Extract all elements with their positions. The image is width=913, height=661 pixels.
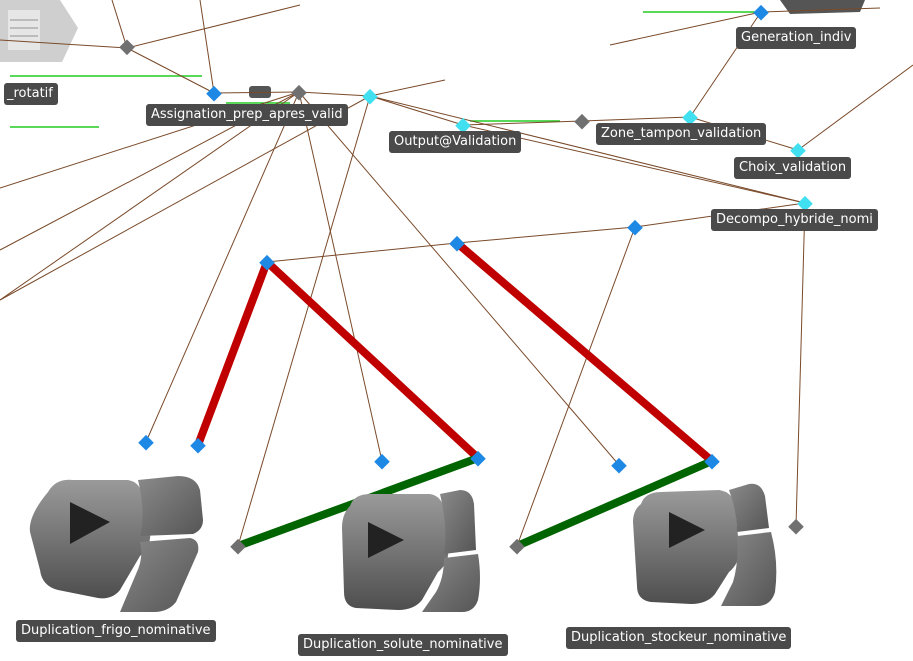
port-diamond-icon bbox=[753, 4, 769, 21]
port-diamond-icon bbox=[362, 88, 378, 105]
label-zone-tampon-validation[interactable]: Zone_tampon_validation bbox=[596, 123, 767, 145]
port-diamond-icon bbox=[788, 518, 804, 535]
partial-block-top-left[interactable] bbox=[0, 0, 78, 62]
label-assignation-prep-apres-valid[interactable]: Assignation_prep_apres_valid bbox=[146, 104, 348, 126]
duplication-block-icon[interactable] bbox=[29, 476, 203, 612]
port-diamond-icon bbox=[574, 113, 590, 130]
red-links bbox=[194, 239, 716, 465]
port-diamond-icon bbox=[627, 219, 643, 236]
port-diamond-icon bbox=[259, 254, 275, 271]
partial-block-top-right[interactable] bbox=[780, 0, 865, 14]
port-diamond-icon bbox=[704, 453, 720, 470]
port-diamond-icon bbox=[790, 142, 806, 159]
label-choix-validation[interactable]: Choix_validation bbox=[734, 157, 852, 179]
port-diamond-icon bbox=[449, 235, 465, 252]
duplication-block-icon[interactable] bbox=[633, 483, 777, 606]
port-diamond-icon bbox=[797, 195, 813, 212]
port-diamond-icon bbox=[374, 453, 390, 470]
indicator-lines bbox=[10, 11, 755, 128]
port-diamond-icon bbox=[138, 434, 154, 451]
port-diamond-icon bbox=[611, 457, 627, 474]
port-diamond-icon bbox=[190, 437, 206, 454]
port-diamond-icon bbox=[119, 39, 135, 56]
label-duplication-frigo-nominative[interactable]: Duplication_frigo_nominative bbox=[16, 620, 216, 642]
port-diamond-icon bbox=[206, 85, 222, 102]
label-duplication-solute-nominative[interactable]: Duplication_solute_nominative bbox=[298, 634, 508, 656]
label-duplication-stockeur-nominative[interactable]: Duplication_stockeur_nominative bbox=[566, 627, 792, 649]
label-generation-indiv[interactable]: Generation_indiv bbox=[736, 27, 857, 49]
duplication-block-icon[interactable] bbox=[342, 490, 480, 612]
label-rotatif[interactable]: _rotatif bbox=[4, 83, 58, 105]
label-output-validation[interactable]: Output@Validation bbox=[389, 131, 522, 153]
port-diamond-icon bbox=[470, 450, 486, 467]
ports[interactable] bbox=[119, 4, 813, 555]
label-decompo-hybride-nomi[interactable]: Decompo_hybride_nomi bbox=[711, 209, 878, 231]
